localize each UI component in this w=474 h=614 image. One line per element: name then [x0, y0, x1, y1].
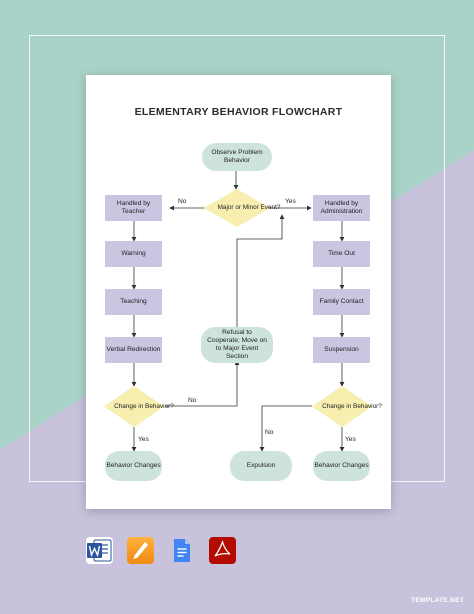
edge-label-yes: Yes	[138, 436, 149, 443]
right-behavior-changes: Behavior Changes	[313, 451, 370, 481]
edge-label-yes: Yes	[285, 198, 296, 205]
watermark: TEMPLATE.NET	[411, 597, 464, 604]
edge-label-yes: Yes	[345, 436, 356, 443]
google-docs-icon[interactable]	[168, 537, 195, 564]
connector-lines	[131, 171, 345, 452]
edge-label-no: No	[178, 198, 187, 205]
decision-diamond-shape	[204, 189, 270, 227]
page-title: ELEMENTARY BEHAVIOR FLOWCHART	[134, 106, 343, 118]
pdf-icon[interactable]	[209, 537, 236, 564]
decision-diamond-shape	[104, 386, 164, 427]
edge-label-no: No	[188, 397, 197, 404]
left-change-label: Change in Behavior?	[114, 402, 174, 410]
family-contact: Family Contact	[313, 289, 370, 315]
teaching: Teaching	[105, 289, 162, 315]
major-minor-decision: Major or Minor Event?	[204, 189, 280, 227]
suspension: Suspension	[313, 337, 370, 363]
refusal-to-cooperate: Refusal to Cooperate; Move on to Major E…	[201, 327, 273, 363]
pages-icon[interactable]	[127, 537, 154, 564]
flowchart-page: ELEMENTARY BEHAVIOR FLOWCHART	[86, 75, 391, 509]
left-change-decision: Change in Behavior?	[104, 386, 174, 427]
right-change-label: Change in Behavior?	[322, 402, 382, 410]
edge-refusal-to-admin	[236, 214, 285, 327]
expulsion: Expulsion	[230, 451, 292, 481]
word-icon[interactable]	[86, 537, 113, 564]
major-minor-label: Major or Minor Event?	[217, 204, 281, 212]
edge-rchange-no	[259, 405, 312, 452]
handled-by-administration: Handled by Administration	[313, 195, 370, 221]
time-out: Time Out	[313, 241, 370, 267]
verbal-redirection: Verbal Redirection	[105, 337, 162, 363]
edge-change-no	[165, 360, 240, 407]
right-change-decision: Change in Behavior?	[312, 386, 382, 427]
edge-label-no: No	[265, 429, 274, 436]
decision-diamond-shape	[312, 386, 372, 427]
handled-by-teacher: Handled by Teacher	[105, 195, 162, 221]
warning: Warning	[105, 241, 162, 267]
observe-problem-behavior: Observe Problem Behavior	[202, 143, 272, 171]
left-behavior-changes: Behavior Changes	[105, 451, 162, 481]
